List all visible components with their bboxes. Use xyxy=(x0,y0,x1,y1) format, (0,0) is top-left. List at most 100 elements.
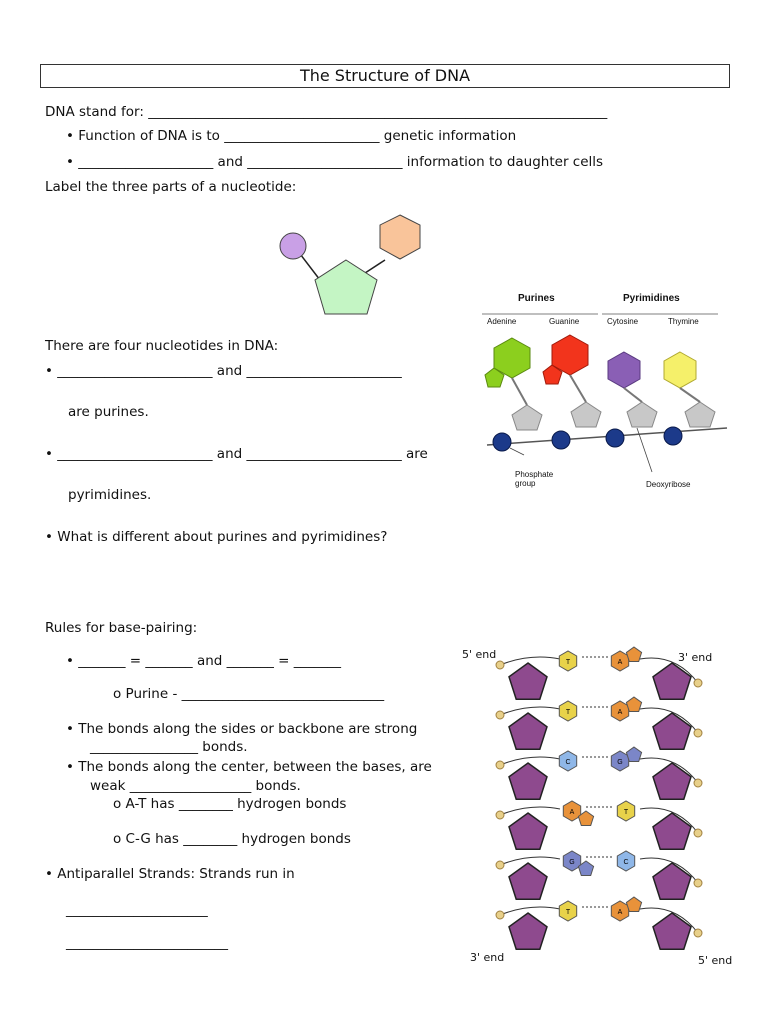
bases-illustration xyxy=(484,334,728,473)
base-left-letter: T xyxy=(566,909,571,916)
base-left-letter: G xyxy=(569,859,574,866)
phosphate-circle xyxy=(279,232,307,260)
are-purines-text: are purines. xyxy=(68,404,149,420)
pyrimidines-blanks-line: • _______________________ and __________… xyxy=(45,446,428,462)
purine-header-lines xyxy=(482,313,718,315)
center-line-1: • The bonds along the center, between th… xyxy=(66,759,432,775)
base-right-letter: A xyxy=(618,909,623,916)
phosphate-left xyxy=(495,660,505,670)
phosphate-right xyxy=(693,878,703,888)
sugar-left xyxy=(508,712,548,750)
transfer-line: • ____________________ and _____________… xyxy=(66,154,604,170)
what-different-question: • What is different about purines and py… xyxy=(45,529,388,545)
dna-stand-for-line: DNA stand for: _________________________… xyxy=(45,104,608,120)
blank-line-b: ________________________ xyxy=(66,935,228,951)
purines-header: Purines xyxy=(518,293,555,304)
base-label-cytosine: Cytosine xyxy=(607,317,639,326)
sugar-left xyxy=(508,812,548,850)
base-right-hexagon xyxy=(616,800,636,822)
phosphate-left xyxy=(495,860,505,870)
sugar-pentagon xyxy=(314,259,378,315)
phosphate-right xyxy=(693,828,703,838)
base-label-adenine: Adenine xyxy=(487,317,517,326)
label-parts-prompt: Label the three parts of a nucleotide: xyxy=(45,179,297,195)
pyrimidines-text: pyrimidines. xyxy=(68,487,152,503)
helix-bottom-left-end: 3' end xyxy=(470,951,505,964)
page-title: The Structure of DNA xyxy=(40,64,730,88)
sugar-right xyxy=(652,662,692,700)
base-left-hexagon xyxy=(558,700,578,722)
sugar-left xyxy=(508,762,548,800)
phosphate-group-label: Phosphate group xyxy=(515,470,554,488)
base-left-hexagon xyxy=(558,900,578,922)
four-nucleotides-line: There are four nucleotides in DNA: xyxy=(45,338,279,354)
backbone-line-1: • The bonds along the sides or backbone … xyxy=(66,721,418,737)
purines-blanks-line: • _______________________ and __________… xyxy=(45,363,402,379)
helix-top-right-end: 3' end xyxy=(678,651,713,664)
pairing-line: • _______ = _______ and _______ = ______… xyxy=(66,653,342,669)
base-right-ring xyxy=(625,696,643,712)
base-label-thymine: Thymine xyxy=(668,317,699,326)
base-right-ring xyxy=(625,896,643,912)
phosphate-right xyxy=(693,678,703,688)
helix-bottom-right-end: 5' end xyxy=(698,954,733,967)
adenine-nucleotide xyxy=(484,337,543,452)
base-right-letter: C xyxy=(623,859,628,866)
base-right-letter: G xyxy=(617,759,622,766)
base-right-ring xyxy=(625,646,643,662)
rules-heading: Rules for base-pairing: xyxy=(45,620,198,636)
sugar-right xyxy=(652,762,692,800)
blank-line-a: _____________________ xyxy=(66,902,208,918)
guanine-nucleotide xyxy=(542,334,602,450)
phosphate-left xyxy=(495,910,505,920)
pyrimidines-header: Pyrimidines xyxy=(623,293,680,304)
base-left-ring xyxy=(577,860,595,876)
base-left-ring xyxy=(577,810,595,826)
deoxyribose-label: Deoxyribose xyxy=(646,480,691,489)
phosphate-right xyxy=(693,778,703,788)
sugar-right xyxy=(652,712,692,750)
purine-subline: o Purine - _____________________________… xyxy=(113,686,385,702)
center-line-2: weak __________________ bonds. xyxy=(90,778,301,794)
sugar-left xyxy=(508,862,548,900)
base-hexagon xyxy=(379,214,421,260)
sugar-right xyxy=(652,862,692,900)
helix-top-left-end: 5' end xyxy=(462,648,497,661)
base-left-hexagon xyxy=(558,750,578,772)
base-left-hexagon xyxy=(562,800,582,822)
cg-bonds-line: o C-G has ________ hydrogen bonds xyxy=(113,831,351,847)
antiparallel-line: • Antiparallel Strands: Strands run in xyxy=(45,866,295,882)
phosphate-left xyxy=(495,810,505,820)
base-right-letter: A xyxy=(618,659,623,666)
nucleotide-diagram xyxy=(279,214,421,315)
phosphate-right xyxy=(693,728,703,738)
sugar-left xyxy=(508,912,548,950)
base-right-ring xyxy=(625,746,643,762)
base-left-hexagon xyxy=(562,850,582,872)
base-left-letter: C xyxy=(565,759,570,766)
sugar-right xyxy=(652,812,692,850)
phosphate-left xyxy=(495,760,505,770)
base-left-letter: T xyxy=(566,709,571,716)
base-right-letter: T xyxy=(624,809,629,816)
base-left-letter: T xyxy=(566,659,571,666)
cytosine-nucleotide xyxy=(605,351,658,448)
at-bonds-line: o A-T has ________ hydrogen bonds xyxy=(113,796,347,812)
base-label-guanine: Guanine xyxy=(549,317,580,326)
base-right-hexagon xyxy=(616,850,636,872)
backbone-line-2: ________________ bonds. xyxy=(90,739,248,755)
phosphate-right xyxy=(693,928,703,938)
function-line: • Function of DNA is to ________________… xyxy=(66,128,517,144)
base-left-letter: A xyxy=(570,809,575,816)
phosphate-left xyxy=(495,710,505,720)
sugar-right xyxy=(652,912,692,950)
base-right-letter: A xyxy=(618,709,623,716)
thymine-nucleotide xyxy=(663,351,716,446)
